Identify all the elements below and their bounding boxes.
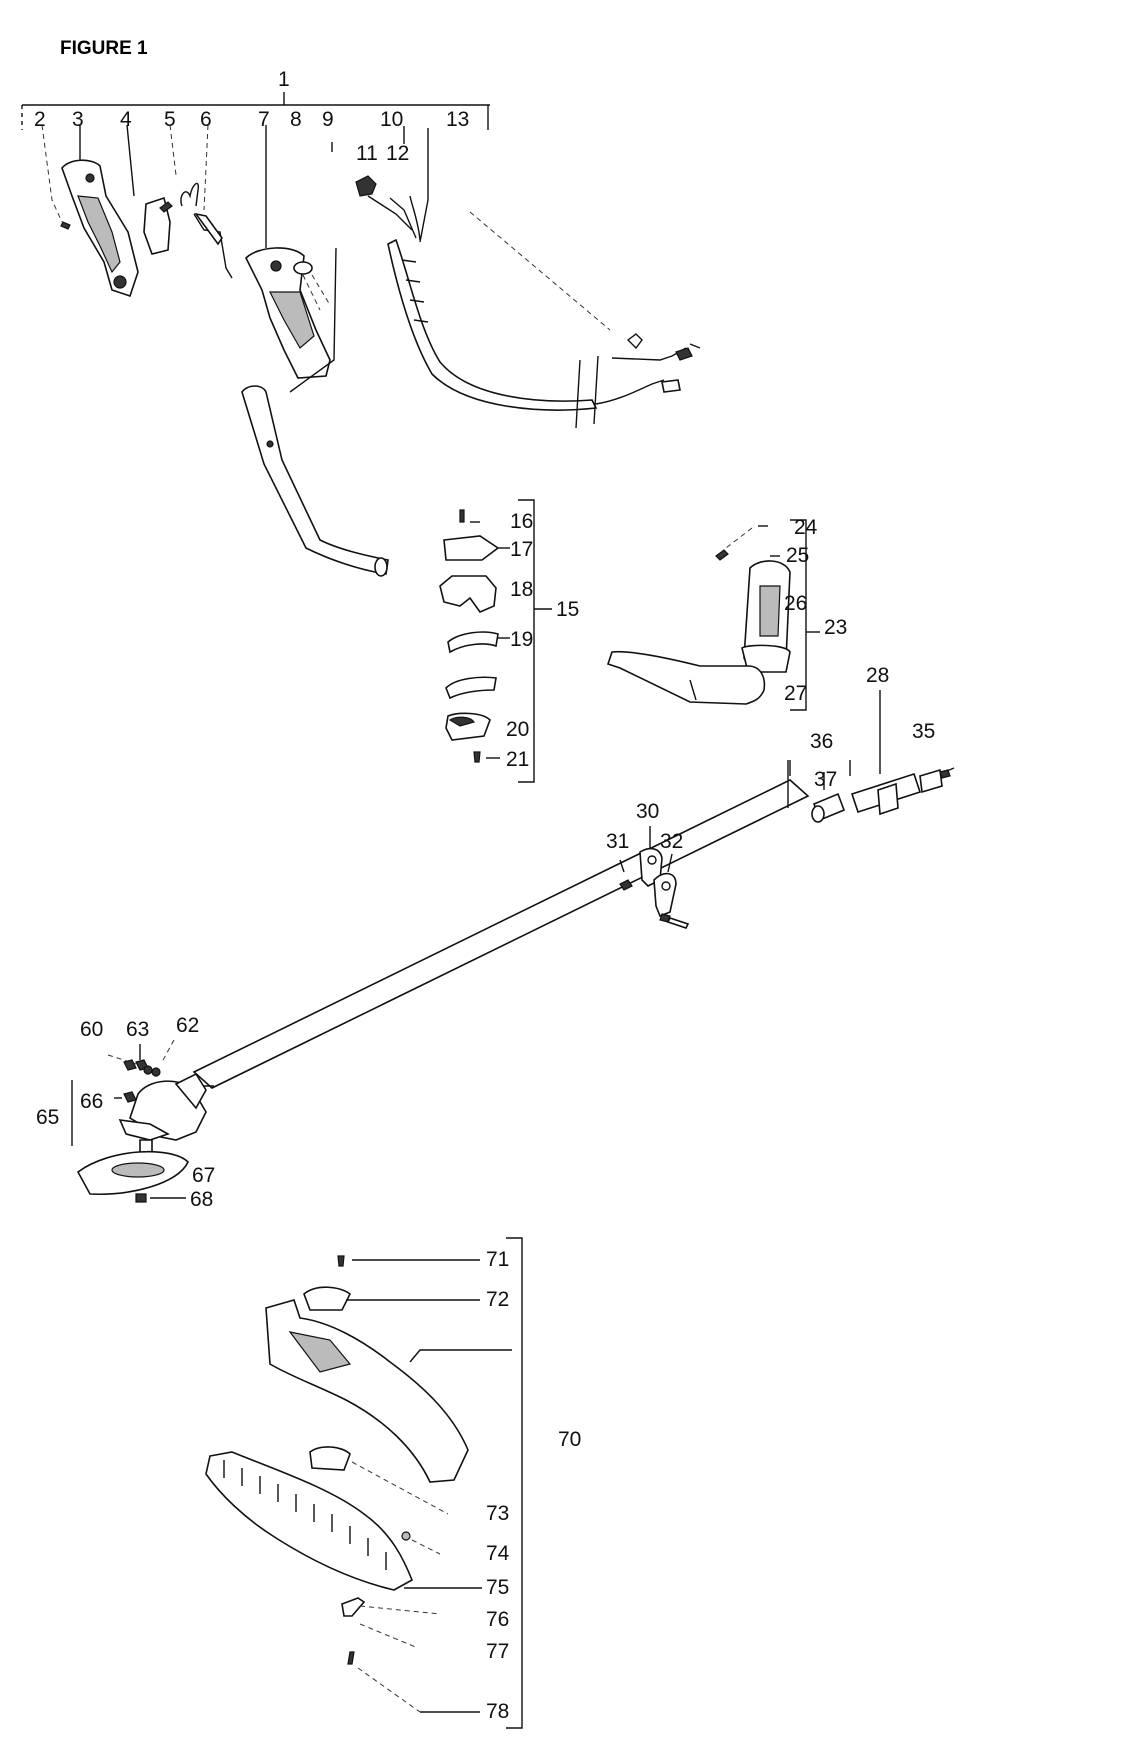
part-7-handle-half [245, 125, 331, 379]
label-63: 63 [126, 1018, 149, 1041]
label-7: 7 [258, 108, 270, 131]
group-23-front-handle [606, 519, 820, 711]
part-4-throttle-trigger [126, 124, 173, 255]
label-74: 74 [486, 1542, 510, 1565]
label-66: 66 [80, 1090, 103, 1113]
label-9: 9 [322, 108, 334, 131]
label-65: 65 [36, 1106, 59, 1129]
label-19: 19 [510, 628, 533, 651]
label-77: 77 [486, 1640, 509, 1663]
label-6: 6 [200, 108, 212, 131]
part-number-labels: 1 2 3 4 5 6 7 8 9 10 13 11 12 16 17 18 1… [34, 68, 935, 1723]
label-17: 17 [510, 538, 533, 561]
label-28: 28 [866, 664, 889, 687]
label-13: 13 [446, 108, 469, 131]
label-62: 62 [176, 1014, 199, 1037]
label-12: 12 [386, 142, 409, 165]
part-2-screw [41, 124, 71, 230]
label-18: 18 [510, 578, 533, 601]
part-10-13-cable-switch [355, 126, 701, 429]
label-5: 5 [164, 108, 176, 131]
figure-title: FIGURE 1 [60, 38, 148, 59]
label-60: 60 [80, 1018, 103, 1041]
label-27: 27 [784, 682, 807, 705]
label-32: 32 [660, 830, 683, 853]
part-5-6-springs [169, 124, 233, 279]
label-15: 15 [556, 598, 579, 621]
label-21: 21 [506, 748, 529, 771]
label-11: 11 [356, 142, 378, 165]
label-25: 25 [786, 544, 809, 567]
label-4: 4 [120, 108, 132, 131]
label-71: 71 [486, 1248, 509, 1271]
label-10: 10 [380, 108, 403, 131]
label-72: 72 [486, 1288, 509, 1311]
handle-tube [241, 385, 389, 577]
part-8-nut [293, 261, 331, 311]
part-9-leader [289, 142, 337, 393]
label-8: 8 [290, 108, 302, 131]
label-78: 78 [486, 1700, 509, 1723]
label-31: 31 [606, 830, 629, 853]
label-75: 75 [486, 1576, 509, 1599]
label-68: 68 [190, 1188, 213, 1211]
label-35: 35 [912, 720, 935, 743]
label-24: 24 [794, 516, 818, 539]
label-23: 23 [824, 616, 847, 639]
group-65-gear-head [71, 1039, 207, 1203]
group-15-clamp [439, 499, 552, 783]
label-20: 20 [506, 718, 529, 741]
part-36-37-coupling [789, 760, 851, 823]
label-16: 16 [510, 510, 533, 533]
main-shaft-tube [192, 760, 810, 1089]
label-3: 3 [72, 108, 84, 131]
group-1-bracket [21, 92, 490, 130]
label-26: 26 [784, 592, 807, 615]
label-2: 2 [34, 108, 46, 131]
label-36: 36 [810, 730, 833, 753]
part-30-32-harness-bracket [619, 826, 690, 929]
label-70: 70 [558, 1428, 581, 1451]
label-67: 67 [192, 1164, 215, 1187]
label-1: 1 [278, 68, 290, 91]
part-3-rear-handle [61, 125, 139, 298]
label-37: 37 [814, 768, 837, 791]
part-28-35-drive-unit [850, 690, 955, 816]
label-73: 73 [486, 1502, 509, 1525]
label-30: 30 [636, 800, 659, 823]
group-70-guard [205, 1237, 523, 1729]
label-76: 76 [486, 1608, 509, 1631]
